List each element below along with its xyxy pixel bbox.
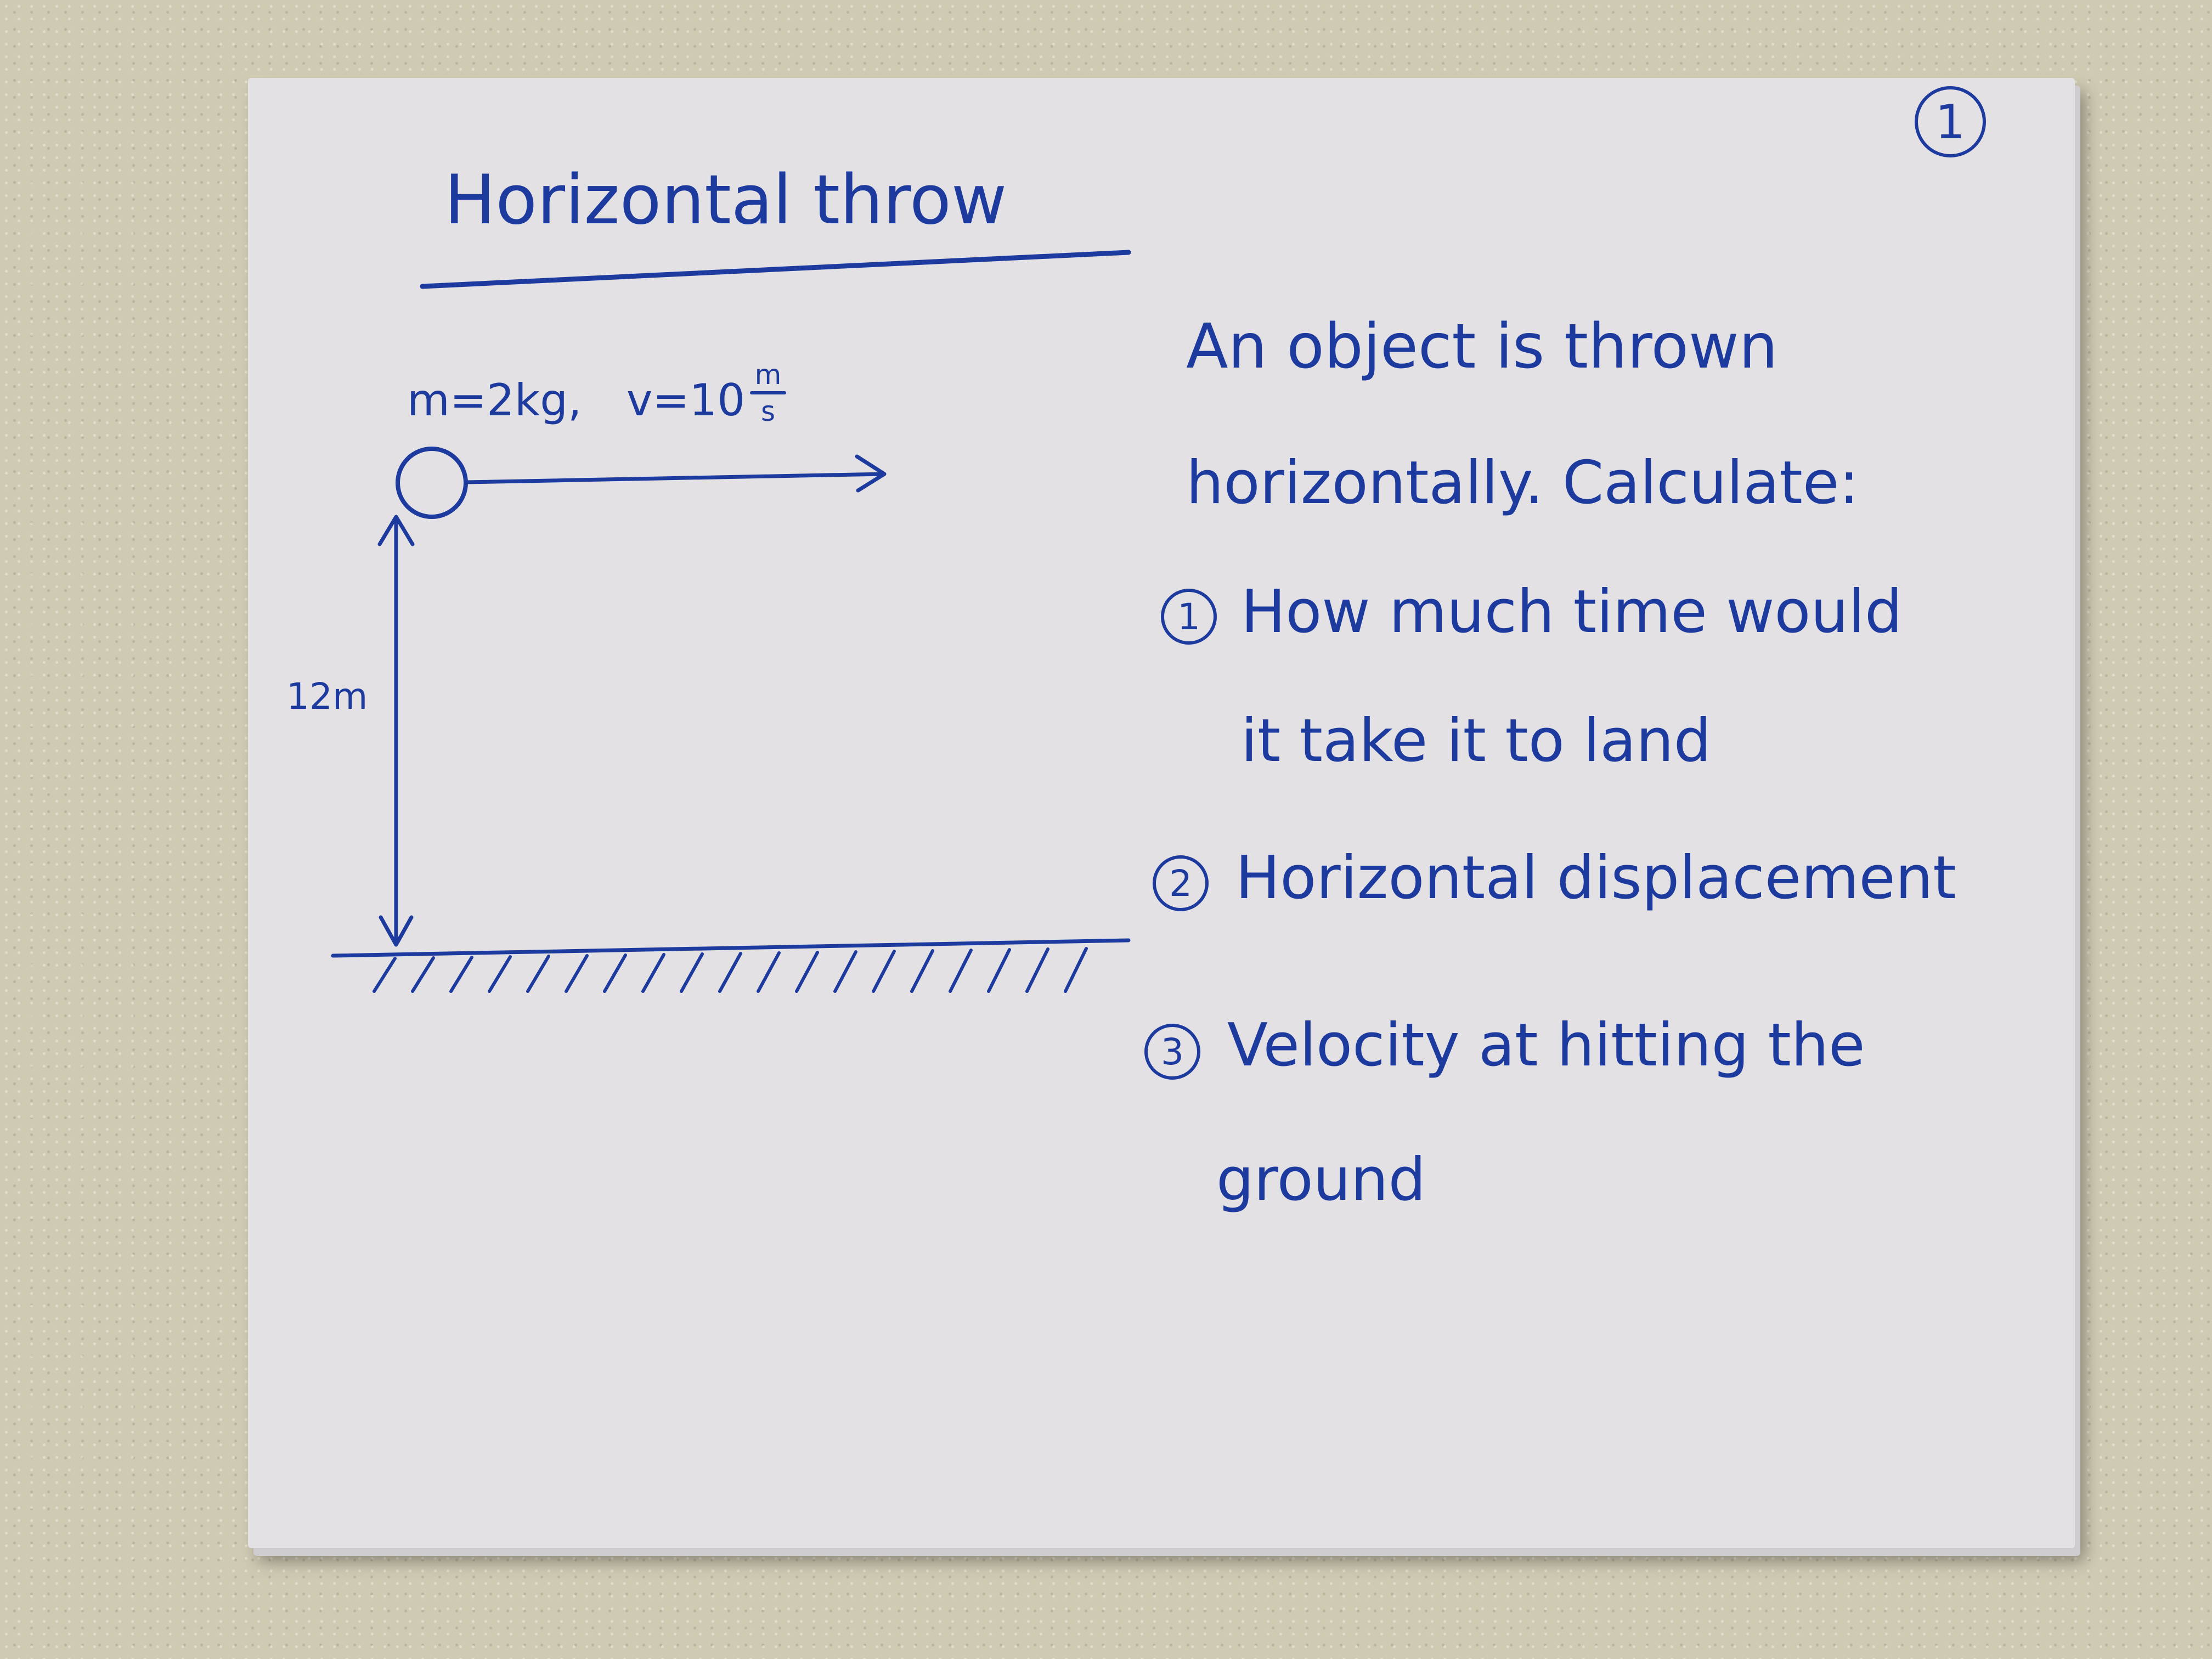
question-3-line1: Velocity at hitting the [1227, 1011, 1865, 1080]
ground-hatching [331, 938, 1131, 993]
page-number-text: 1 [1936, 95, 1966, 150]
question-3-number-circle [1144, 1024, 1200, 1080]
question-1-number-circle [1161, 589, 1217, 645]
question-1-line2: it take it to land [1241, 707, 1711, 775]
ball-icon [396, 447, 468, 519]
question-1-line1: How much time would [1241, 578, 1903, 646]
question-2: 2 Horizontal displacement [1153, 844, 1956, 912]
given-mass-label: m=2kg, [407, 375, 582, 426]
height-label: 12m [286, 675, 368, 718]
given-velocity-label: v=10 [627, 375, 745, 426]
page-title: Horizontal throw [444, 161, 1007, 240]
question-3: 3 Velocity at hitting the ground [1144, 1011, 1865, 1214]
title-underline [420, 250, 1131, 289]
question-2-number: 2 [1169, 862, 1192, 905]
question-3-number: 3 [1161, 1031, 1184, 1073]
velocity-unit-denominator: s [761, 396, 775, 427]
velocity-unit-numerator: m [755, 359, 782, 391]
height-arrow [377, 515, 415, 947]
velocity-arrow [464, 454, 887, 493]
problem-intro-line1: An object is thrown [1186, 311, 1778, 382]
handwritten-diagram: 1 Horizontal throw m=2kg, v=10 m s 12m [286, 86, 1986, 1214]
paper-card: 1 Horizontal throw m=2kg, v=10 m s 12m [248, 78, 2075, 1548]
page-number-badge: 1 [1915, 86, 1986, 157]
problem-intro-line2: horizontally. Calculate: [1186, 449, 1859, 517]
question-1-number: 1 [1177, 596, 1200, 638]
question-2-line1: Horizontal displacement [1235, 844, 1956, 912]
question-2-number-circle [1153, 855, 1209, 911]
question-1: 1 How much time would it take it to land [1161, 578, 1903, 775]
page-number-circle [1915, 86, 1986, 157]
question-3-line2: ground [1216, 1146, 1426, 1214]
